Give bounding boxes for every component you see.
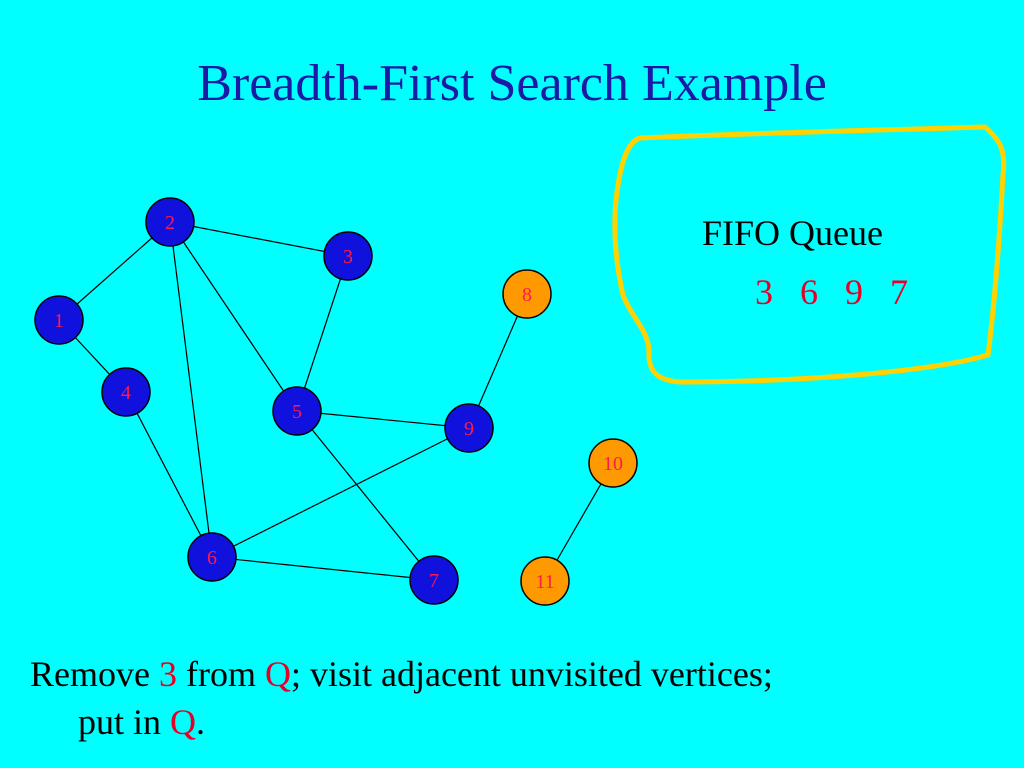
vertex-circle (101, 367, 151, 417)
queue-title: FIFO Queue (702, 213, 883, 253)
vertex-9: 9 (444, 403, 494, 453)
vertex-circle (272, 386, 322, 436)
edge-5-7 (296, 410, 435, 581)
vertex-label: 5 (292, 401, 302, 423)
vertex-circle (444, 403, 494, 453)
vertex-label: 9 (464, 418, 474, 440)
vertex-7: 7 (409, 555, 459, 605)
edge-6-7 (211, 556, 435, 581)
queue-items: 3 6 9 7 (755, 270, 918, 314)
edge-2-6 (169, 221, 213, 558)
vertex-10: 10 (588, 438, 638, 488)
vertex-6: 6 (187, 532, 237, 582)
caption-line-2: put in Q. (30, 698, 773, 746)
edge-6-9 (211, 427, 470, 558)
vertex-3: 3 (323, 231, 373, 281)
vertex-circle (187, 532, 237, 582)
vertex-circle (409, 555, 459, 605)
vertex-2: 2 (145, 197, 195, 247)
vertex-4: 4 (101, 367, 151, 417)
vertex-label: 8 (522, 284, 532, 306)
vertex-label: 3 (343, 246, 353, 268)
slide-title: Breadth-First Search Example (197, 55, 827, 112)
vertex-label: 2 (165, 212, 175, 234)
vertex-8: 8 (502, 269, 552, 319)
edge-2-5 (169, 221, 298, 412)
caption-vertex: 3 (158, 654, 177, 694)
edge-4-6 (125, 391, 213, 558)
caption-text: ; visit adjacent unvisited vertices; (290, 654, 773, 694)
queue-item: 7 (890, 272, 908, 312)
vertex-1: 1 (34, 295, 84, 345)
caption-text: put in (78, 702, 171, 742)
vertex-label: 10 (603, 453, 623, 475)
vertex-circle (145, 197, 195, 247)
edge-5-9 (296, 410, 470, 429)
queue-item: 6 (800, 272, 818, 312)
caption-queue-symbol: Q (170, 702, 197, 742)
caption-text: . (196, 702, 206, 742)
vertex-label: 1 (54, 310, 64, 332)
vertex-circle (588, 438, 638, 488)
vertex-11: 11 (520, 556, 570, 606)
queue-item: 9 (845, 272, 863, 312)
vertex-circle (323, 231, 373, 281)
caption-line-1: Remove 3 from Q; visit adjacent unvisite… (30, 650, 773, 698)
vertex-label: 4 (121, 382, 131, 404)
vertex-circle (34, 295, 84, 345)
vertex-label: 11 (535, 571, 554, 593)
vertex-label: 7 (429, 570, 439, 592)
edge-2-3 (169, 221, 349, 257)
vertex-5: 5 (272, 386, 322, 436)
caption: Remove 3 from Q; visit adjacent unvisite… (30, 650, 773, 746)
caption-text: from (176, 654, 265, 694)
fifo-queue-box (612, 124, 1007, 385)
edge-3-5 (296, 255, 349, 412)
vertex-circle (502, 269, 552, 319)
queue-item: 3 (755, 272, 773, 312)
vertex-label: 6 (207, 547, 217, 569)
vertex-circle (520, 556, 570, 606)
caption-queue-symbol: Q (264, 654, 291, 694)
caption-text: Remove (30, 654, 159, 694)
